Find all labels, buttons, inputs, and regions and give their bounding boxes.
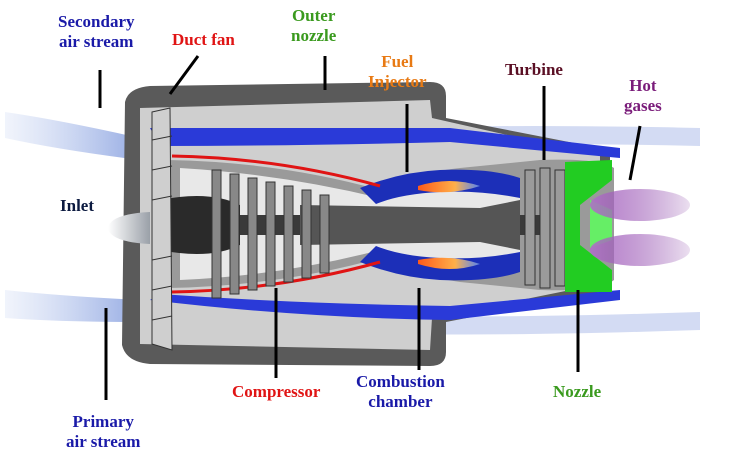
inlet-spinner [108,212,150,244]
leader-duct-fan [168,55,200,95]
label-primary-air-stream: Primary air stream [66,412,141,451]
label-nozzle: Nozzle [553,382,602,401]
leader-hot-gases [628,125,642,181]
label-combustion-chamber: Combustion chamber [356,372,445,411]
label-duct-fan: Duct fan [172,30,235,49]
leader-lines [98,55,642,400]
label-outer-nozzle: Outer nozzle [291,6,337,45]
turbine-blades [524,167,566,289]
label-hot-gases: Hot gases [624,76,662,115]
duct-fan [151,107,173,351]
bypass-duct [150,128,620,320]
core-body [160,154,614,294]
label-fuel-injector: Fuel Injector [368,52,427,91]
label-secondary-air-stream: Secondary air stream [58,12,135,51]
hot-gases [590,189,690,266]
label-inlet: Inlet [60,196,94,215]
label-compressor: Compressor [232,382,321,401]
compressor-blades [211,169,330,299]
label-turbine: Turbine [505,60,563,79]
